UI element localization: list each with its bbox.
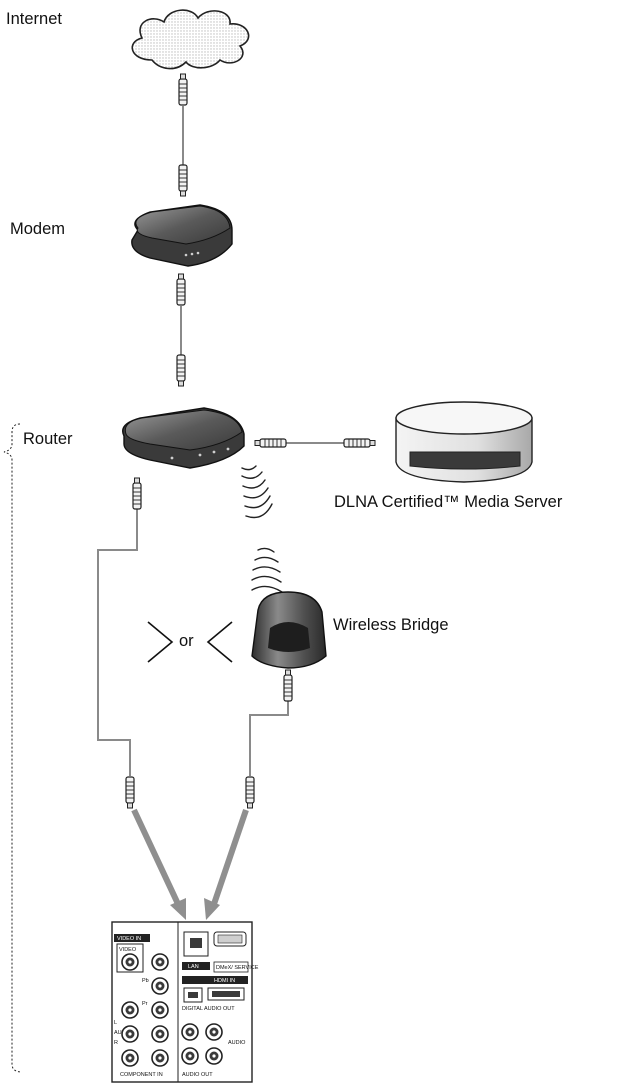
internet-label: Internet (6, 10, 62, 28)
router-label: Router (23, 430, 73, 448)
audio-l-jack-icon[interactable] (121, 1001, 139, 1019)
network-bracket (3, 423, 23, 1073)
ethernet-plug-icon (245, 776, 255, 809)
media-server-label: DLNA Certified™ Media Server (334, 493, 563, 511)
pr-label: Pr (142, 1001, 148, 1007)
pb-jack-icon[interactable] (151, 977, 169, 995)
ethernet-plug-icon (125, 776, 135, 809)
or-label: or (179, 632, 194, 650)
component-audio-l-jack-icon[interactable] (151, 1025, 169, 1043)
component-audio-r-jack-icon[interactable] (121, 1049, 139, 1067)
wireless-bridge-label: Wireless Bridge (333, 616, 449, 634)
ethernet-cable-modem-router (176, 273, 186, 387)
audio-out-jack-icon[interactable] (181, 1047, 199, 1065)
lan-label: LAN (188, 964, 199, 970)
modem-label: Modem (10, 220, 65, 238)
internet-cloud-icon (131, 9, 250, 70)
connection-arrows (131, 808, 249, 920)
audio-out-l-jack-icon[interactable] (181, 1023, 199, 1041)
ethernet-plug-icon (343, 438, 376, 448)
ethernet-plug-icon (283, 669, 293, 702)
arrow-wired (131, 808, 181, 906)
wireless-bridge-device-icon (251, 591, 327, 669)
tv-rear-panel: VIDEO IN VIDEO Pb Pr L AUDIO R COMPONENT… (111, 921, 259, 1083)
audio-out-r-jack-icon[interactable] (205, 1023, 223, 1041)
audio-r-label: R (114, 1040, 118, 1046)
video-label: VIDEO (119, 947, 137, 953)
y-jack-icon[interactable] (151, 953, 169, 971)
pb-label: Pb (142, 978, 149, 984)
arrow-wireless (211, 809, 249, 905)
ethernet-plug-icon (178, 73, 188, 106)
audio-r-jack-icon[interactable] (121, 1025, 139, 1043)
ethernet-plug-icon (178, 164, 188, 197)
ethernet-plug-icon (254, 438, 287, 448)
ethernet-cable-bridge-panel (245, 669, 293, 809)
router-device-icon (122, 407, 245, 469)
arrow-head-icon (170, 898, 186, 920)
audio-l-label: L (114, 1020, 117, 1026)
arrow-head-icon (204, 898, 220, 920)
or-chevrons (147, 621, 233, 663)
digital-audio-out-label: DIGITAL AUDIO OUT (182, 1006, 235, 1012)
ethernet-cable-router-server (254, 438, 376, 448)
audio-out-jack-2-icon[interactable] (205, 1047, 223, 1065)
video-jack-icon[interactable] (121, 953, 139, 971)
chevron-left-icon (206, 621, 233, 663)
router-wifi-waves-icon (241, 465, 273, 519)
audio-right-label: AUDIO (228, 1040, 246, 1046)
dmex-service-label: DMeX/ SERVICE (216, 965, 259, 971)
media-server-device-icon (395, 401, 533, 483)
hdmi-in-label: HDMI IN (214, 978, 235, 984)
ethernet-plug-icon (176, 354, 186, 387)
ethernet-plug-icon (132, 477, 142, 510)
video-in-label: VIDEO IN (117, 936, 141, 942)
chevron-right-icon (147, 621, 174, 663)
modem-device-icon (131, 204, 233, 267)
component-audio-jack-icon[interactable] (151, 1049, 169, 1067)
audio-out-label: AUDIO OUT (182, 1072, 213, 1078)
pr-jack-icon[interactable] (151, 1001, 169, 1019)
ethernet-cable-internet-modem (178, 73, 188, 197)
component-in-label: COMPONENT IN (120, 1072, 163, 1078)
ethernet-cable-router-panel (97, 477, 142, 809)
ethernet-plug-icon (176, 273, 186, 306)
bridge-wifi-waves-icon (251, 547, 283, 593)
